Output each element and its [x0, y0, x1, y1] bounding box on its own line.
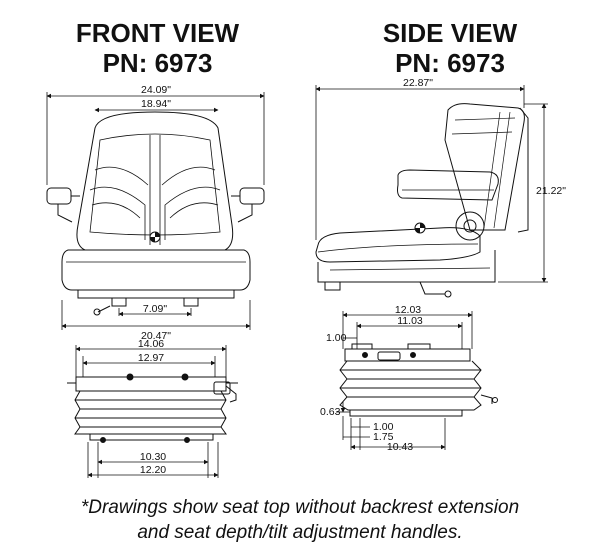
- side-small-2-label: 1.75: [373, 431, 394, 443]
- front-overall-width-label: 24.09": [141, 84, 171, 96]
- front-dimension-lines: [46, 92, 265, 330]
- side-center-of-gravity-icon: [414, 222, 426, 234]
- front-view-heading: FRONT VIEW: [75, 18, 240, 48]
- front-suspension-dimension-lines: [75, 345, 227, 478]
- front-top-outer-label: 14.06: [138, 338, 164, 350]
- front-base-width-label: 20.47": [141, 330, 171, 342]
- footnote-line-1: *Drawings show seat top without backrest…: [80, 497, 520, 518]
- side-dimension-lines: [315, 85, 548, 283]
- side-height-label: 21.22": [536, 185, 566, 197]
- front-view-part-number: PN: 6973: [102, 48, 213, 78]
- side-view-part-number: PN: 6973: [395, 48, 505, 78]
- front-back-width-label: 18.94": [141, 98, 171, 110]
- side-view-heading: SIDE VIEW: [382, 18, 518, 48]
- front-seat-drawing: [46, 111, 265, 316]
- footnote-line-2: and seat depth/tilt adjustment handles.: [137, 522, 463, 543]
- side-small-1-label: 1.00: [373, 421, 394, 433]
- side-suspension-drawing: [339, 343, 498, 417]
- front-center-of-gravity-icon: [149, 231, 161, 243]
- side-suspension-dimension-lines: [336, 311, 473, 450]
- front-bottom-inner-label: 10.30: [140, 451, 166, 463]
- front-suspension-drawing: [67, 373, 238, 443]
- side-left-offset-label: 1.00: [326, 332, 347, 344]
- side-depth-label: 22.87": [403, 77, 433, 89]
- front-bottom-outer-label: 12.20: [140, 464, 166, 476]
- side-top-inner-label: 11.03: [397, 315, 423, 327]
- front-view-title: FRONT VIEW PN: 6973: [40, 18, 275, 78]
- side-view-title: SIDE VIEW PN: 6973: [330, 18, 570, 78]
- front-mount-spacing-label: 7.09": [143, 303, 167, 315]
- side-bottom-span-label: 10.43: [387, 441, 413, 453]
- side-top-outer-label: 12.03: [395, 304, 421, 316]
- side-seat-drawing: [315, 103, 529, 298]
- side-vertical-offset-label: 0.63: [320, 406, 341, 418]
- front-top-inner-label: 12.97: [138, 352, 164, 364]
